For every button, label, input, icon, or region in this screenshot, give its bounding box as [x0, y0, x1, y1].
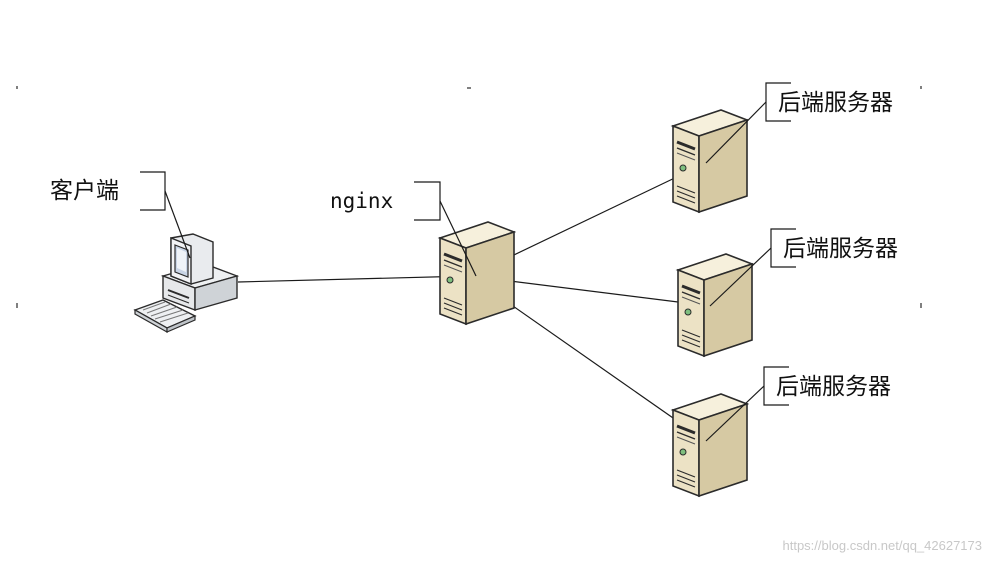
page-corner-marks — [16, 86, 922, 308]
client-node: 客户端 — [50, 171, 238, 333]
client-label: 客户端 — [50, 178, 119, 204]
backend-3-label: 后端服务器 — [776, 374, 891, 400]
edge-client-to-nginx — [237, 271, 472, 283]
nginx-label: nginx — [330, 189, 393, 213]
backend-2-label: 后端服务器 — [783, 236, 898, 262]
watermark-text: https://blog.csdn.net/qq_42627173 — [783, 538, 983, 553]
backend-server-2: 后端服务器 — [676, 228, 898, 358]
server-tower-icon — [671, 392, 749, 498]
backend-1-callout-bracket — [705, 82, 791, 164]
server-tower-icon — [676, 252, 754, 358]
backend-2-callout-bracket — [709, 228, 796, 307]
server-tower-icon — [438, 220, 516, 326]
client-callout-bracket — [140, 171, 191, 259]
nginx-callout-bracket — [414, 181, 477, 277]
server-tower-icon — [671, 108, 749, 214]
backend-1-label: 后端服务器 — [778, 90, 893, 116]
backend-server-1: 后端服务器 — [671, 82, 893, 214]
backend-server-3: 后端服务器 — [671, 366, 891, 498]
backend-3-callout-bracket — [705, 366, 789, 442]
nginx-node: nginx — [330, 181, 516, 326]
